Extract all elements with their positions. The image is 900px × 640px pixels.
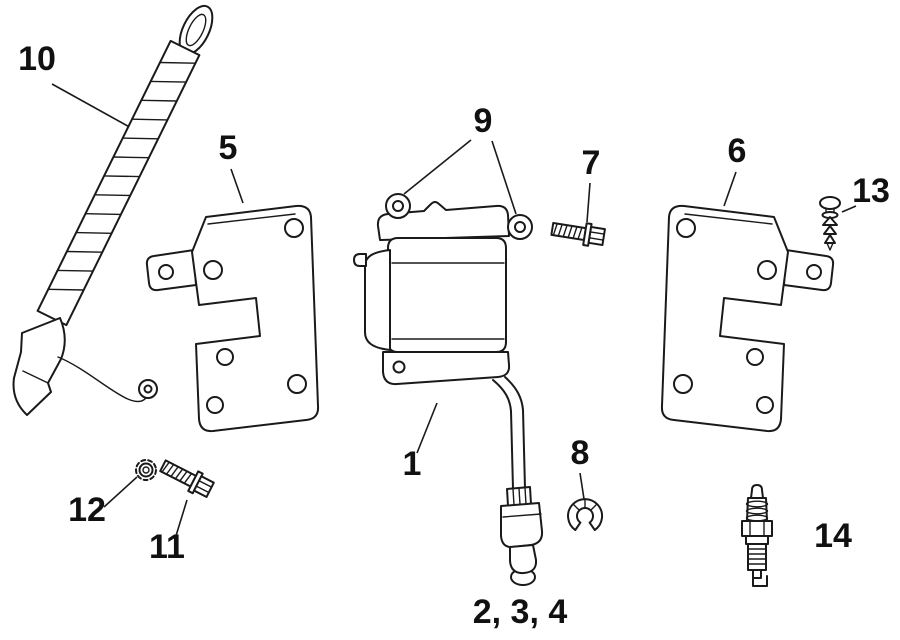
- mounting-bracket-right: [660, 204, 835, 433]
- leader-6: [723, 171, 737, 207]
- lead-tube: [36, 39, 201, 327]
- connector-boot: [509, 544, 538, 575]
- washer-ring: [138, 462, 154, 478]
- callout-11[interactable]: 11: [149, 528, 185, 566]
- bolt-threads: [552, 222, 583, 240]
- connector-body-line: [502, 513, 542, 518]
- pin-barb: [824, 234, 836, 244]
- washer-hole: [142, 466, 150, 474]
- callout-14[interactable]: 14: [814, 517, 852, 555]
- clip-segments: [572, 498, 598, 511]
- plug-rib: [745, 507, 769, 515]
- plug-rib: [745, 500, 769, 508]
- callout-13[interactable]: 13: [852, 172, 890, 210]
- leader-11: [174, 499, 188, 540]
- bolt-head-facets: [195, 480, 213, 494]
- bracket-drawing: [660, 204, 835, 433]
- leader-1: [416, 402, 438, 454]
- coil-ht-wire: [492, 376, 526, 490]
- leader-12: [103, 476, 138, 508]
- coil-top-plate: [376, 201, 510, 241]
- grommet-hole: [514, 221, 526, 233]
- lead-tube-hatch: [47, 61, 197, 291]
- leader-10: [51, 83, 134, 130]
- coil-left-column: [364, 249, 391, 351]
- connector-body: [500, 502, 544, 549]
- lead-ground-wire: [57, 356, 147, 403]
- coil-band-lines: [391, 262, 505, 340]
- grommets-drawing: [385, 193, 533, 240]
- coil-body: [387, 237, 507, 353]
- leader-8: [579, 472, 585, 500]
- lead-boot-fold-line: [22, 370, 49, 384]
- connector-ferrule-ridges: [512, 487, 527, 506]
- leader-7: [586, 182, 591, 223]
- plug-thread-body: [747, 543, 767, 571]
- lead-boot: [12, 317, 66, 416]
- plug-thread-lines: [747, 548, 767, 565]
- flange-bolt-lower-drawing: [159, 459, 215, 498]
- pin-barb: [823, 225, 837, 235]
- bolt-shank: [159, 459, 197, 488]
- flange-bolt-upper-drawing: [550, 222, 606, 247]
- spark-plug-drawing: [741, 484, 773, 587]
- bolt-head: [587, 225, 606, 246]
- plug-ground-strap: [752, 575, 768, 587]
- ring-terminal-hole: [143, 384, 153, 394]
- grommet-hole: [392, 200, 404, 212]
- ignition-coil-drawing: [353, 201, 526, 490]
- mounting-bracket-left: [145, 204, 320, 433]
- bracket-drawing: [145, 204, 320, 433]
- bolt-head-facets: [588, 231, 605, 241]
- bolt-flange: [187, 470, 204, 495]
- coil-bottom-hole: [392, 360, 406, 374]
- coil-nipple: [353, 253, 367, 267]
- callout-6[interactable]: 6: [728, 132, 747, 170]
- leader-lines: [51, 83, 857, 540]
- plug-shoulder: [745, 535, 769, 545]
- bolt-threads: [161, 461, 193, 485]
- callout-9[interactable]: 9: [474, 102, 493, 140]
- leader-9a: [403, 139, 472, 195]
- coil-bottom-plate: [382, 351, 511, 386]
- retainer-clip-drawing: [567, 498, 604, 531]
- pin-cap: [819, 196, 841, 210]
- spark-plug-lead-drawing: [12, 4, 214, 416]
- bolt-flange: [582, 222, 593, 247]
- callout-10[interactable]: 10: [18, 40, 56, 78]
- lock-washer-drawing: [135, 459, 157, 481]
- callout-7[interactable]: 7: [582, 144, 601, 182]
- leader-5: [230, 168, 244, 204]
- plug-hex-facets: [749, 520, 765, 537]
- callout-5[interactable]: 5: [219, 129, 238, 167]
- callout-8[interactable]: 8: [571, 434, 590, 472]
- leader-9b: [491, 140, 517, 215]
- callout-1[interactable]: 1: [403, 445, 422, 483]
- push-pin-drawing: [819, 196, 841, 251]
- washer-serrated-edge: [135, 459, 157, 481]
- lead-terminal-inner: [185, 13, 207, 47]
- plug-center-electrode: [752, 569, 762, 579]
- callout-labels: 10 5 9 7 6 13 1 8 12 11 14 2, 3, 4: [18, 40, 890, 631]
- pin-tip: [826, 242, 834, 251]
- leader-13: [841, 205, 857, 213]
- callout-2-3-4[interactable]: 2, 3, 4: [473, 593, 568, 631]
- plug-hex: [741, 520, 773, 537]
- coil-lead-connector-drawing: [500, 486, 544, 586]
- callout-12[interactable]: 12: [68, 491, 106, 529]
- plug-terminal: [750, 484, 764, 499]
